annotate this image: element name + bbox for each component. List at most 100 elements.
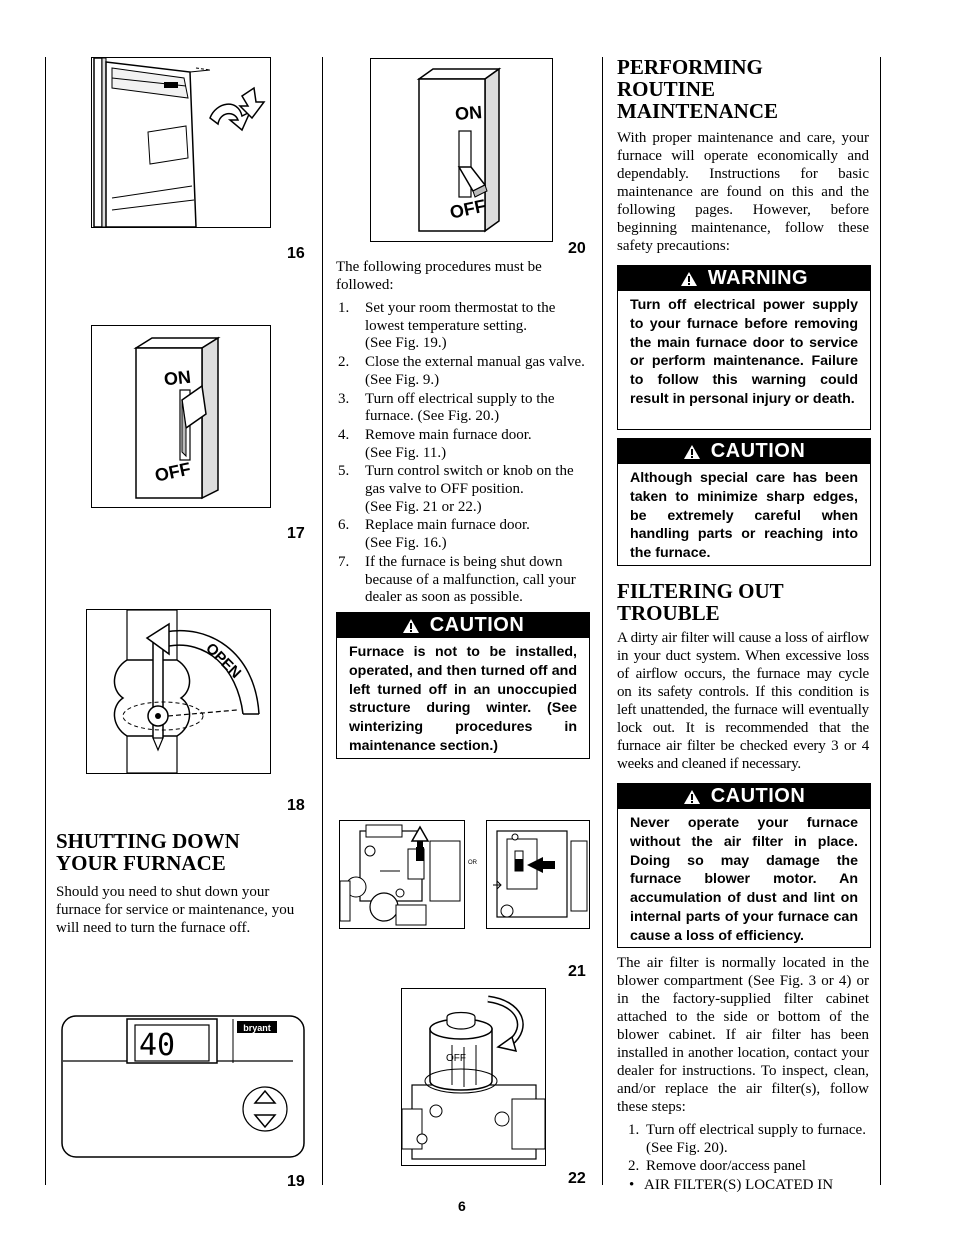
switch-on-label: ON xyxy=(454,102,482,124)
column-rule-right xyxy=(880,57,881,1185)
figure-22-number: 22 xyxy=(568,1170,586,1187)
list-item: 4. Remove main furnace door.(See Fig. 11.… xyxy=(336,427,590,462)
warning-power-box: WARNING Turn off electrical power supply… xyxy=(617,265,871,430)
caution-filter-header: CAUTION xyxy=(618,784,870,809)
thermostat-up-icon[interactable] xyxy=(253,1089,277,1104)
step-number: 3. xyxy=(338,390,350,407)
warning-power-title: WARNING xyxy=(707,267,809,289)
step-number: 5. xyxy=(338,463,350,480)
valve-open-label: OPEN xyxy=(202,640,244,682)
gas-valve-or-label: OR xyxy=(468,860,477,866)
step-number: 2. xyxy=(338,354,350,371)
figure-17-power-switch: ON OFF xyxy=(91,325,271,508)
caution-edges-header: CAUTION xyxy=(618,439,870,464)
filtering-heading-line1: FILTERING OUT xyxy=(617,579,784,603)
column-rule-left xyxy=(45,57,46,1185)
warning-triangle-icon xyxy=(683,789,700,804)
step-number: 7. xyxy=(338,553,350,570)
caution-edges-text: Although special care has been taken to … xyxy=(630,470,858,562)
procedures-intro: The following procedures must be followe… xyxy=(336,259,542,293)
list-item: 1.Set your room thermostat to the lowest… xyxy=(336,300,590,353)
step-number: 1. xyxy=(338,300,350,316)
column-rule-mid-right xyxy=(602,57,603,1185)
step-ref: (See Fig. 21 or 22.) xyxy=(365,498,482,515)
caution-edges-title: CAUTION xyxy=(710,440,806,462)
step-number: 2. xyxy=(628,1158,640,1175)
filtering-heading: FILTERING OUT TROUBLE xyxy=(617,580,867,624)
shutdown-intro: Should you need to shut down your furnac… xyxy=(56,884,295,936)
thermostat-display: 40 xyxy=(139,1028,175,1063)
step-text: Turn off electrical supply to the furnac… xyxy=(365,390,555,425)
list-item: 7. If the furnace is being shut down beca… xyxy=(336,554,590,607)
warning-triangle-icon xyxy=(680,271,697,286)
step-number: 6. xyxy=(338,517,350,534)
filter-steps-list: 1. Turn off electrical supply to furnace.… xyxy=(617,1122,869,1177)
figure-17-number: 17 xyxy=(287,525,305,542)
filtering-intro: A dirty air filter will cause a loss of … xyxy=(617,630,869,772)
warning-triangle-icon xyxy=(683,444,700,459)
column-rule-mid-left xyxy=(322,57,323,1185)
step-ref: (See Fig. 19.) xyxy=(365,335,447,352)
knob-off-label: OFF xyxy=(446,1053,466,1064)
figure-21-number: 21 xyxy=(568,963,586,980)
caution-edges-box: CAUTION Although special care has been t… xyxy=(617,438,871,566)
gas-valve-illustration: OPEN xyxy=(113,610,260,773)
step-text: Close the external manual gas valve. (Se… xyxy=(365,354,585,388)
bullet-dot-icon: • xyxy=(629,1177,635,1193)
thermostat-brand: bryant xyxy=(243,1023,271,1033)
page-number: 6 xyxy=(458,1198,466,1214)
shutdown-heading-line1: SHUTTING DOWN xyxy=(56,829,240,853)
filter-bullet-text: AIR FILTER(S) LOCATED IN xyxy=(644,1177,834,1193)
list-item: 3. Turn off electrical supply to the furn… xyxy=(336,391,590,426)
step-text: Remove door/access panel xyxy=(646,1158,806,1175)
thermostat-down-icon[interactable] xyxy=(253,1114,277,1129)
figure-21-gas-valve-switch-right xyxy=(486,820,590,929)
step-ref: (See Fig. 16.) xyxy=(365,535,447,552)
maintenance-heading: PERFORMING ROUTINE MAINTENANCE xyxy=(617,56,867,122)
figure-18-manual-gas-valve: OPEN xyxy=(86,609,271,774)
figure-18-number: 18 xyxy=(287,797,305,814)
caution-filter-text: Never operate your furnace without the a… xyxy=(630,815,858,944)
warning-triangle-icon xyxy=(402,618,419,633)
shutdown-steps-list: 1.Set your room thermostat to the lowest… xyxy=(336,300,590,608)
list-item: 1. Turn off electrical supply to furnace.… xyxy=(617,1122,869,1157)
step-text: Turn control switch or knob on the gas v… xyxy=(365,463,574,498)
step-ref: (See Fig. 11.) xyxy=(365,444,447,461)
caution-winter-header: CAUTION xyxy=(337,613,589,638)
caution-winter-title: CAUTION xyxy=(429,614,525,636)
maintenance-heading-line1: PERFORMING xyxy=(617,55,763,79)
maintenance-heading-line3: MAINTENANCE xyxy=(617,99,779,123)
switch-on-label: ON xyxy=(163,367,192,390)
shutdown-heading-line2: YOUR FURNACE xyxy=(56,851,226,875)
maintenance-heading-line2: ROUTINE xyxy=(617,77,716,101)
warning-power-text: Turn off electrical power supply to your… xyxy=(630,297,858,407)
filter-location-text: The air filter is normally located in th… xyxy=(617,955,869,1115)
gas-valve-switch-illustration xyxy=(340,821,464,928)
figure-20-number: 20 xyxy=(568,240,586,257)
gas-valve-knob-illustration: OFF xyxy=(402,989,545,1165)
figure-16-number: 16 xyxy=(287,245,305,262)
step-text: If the furnace is being shut down becaus… xyxy=(365,553,576,606)
caution-winter-box: CAUTION Furnace is not to be installed, … xyxy=(336,612,590,759)
figure-20-power-switch: ON OFF xyxy=(370,58,553,242)
power-switch-illustration: ON OFF xyxy=(133,336,221,500)
step-text: Turn off electrical supply to furnace. (… xyxy=(646,1122,866,1156)
list-item: 6.Replace main furnace door.(See Fig. 16… xyxy=(336,517,590,552)
figure-22-gas-valve-knob: OFF xyxy=(401,988,546,1166)
caution-filter-title: CAUTION xyxy=(710,785,806,807)
shutdown-heading: SHUTTING DOWN YOUR FURNACE xyxy=(56,830,316,874)
list-item: 2. Remove door/access panel xyxy=(617,1158,869,1176)
figure-19-thermostat: 40 bryant xyxy=(61,1015,305,1158)
caution-winter-text: Furnace is not to be installed, operated… xyxy=(349,644,577,754)
step-number: 1. xyxy=(628,1122,640,1138)
power-switch-illustration: ON OFF xyxy=(416,67,502,233)
warning-power-header: WARNING xyxy=(618,266,870,291)
figure-19-number: 19 xyxy=(287,1173,305,1190)
figure-21-gas-valve-switch-left xyxy=(339,820,465,929)
filtering-heading-line2: TROUBLE xyxy=(617,601,720,625)
step-text: Remove main furnace door. xyxy=(365,426,532,443)
gas-valve-switch-illustration xyxy=(487,821,589,928)
maintenance-intro: With proper maintenance and care, your f… xyxy=(617,130,869,254)
list-item: 5. Turn control switch or knob on the gas… xyxy=(336,463,590,516)
step-number: 4. xyxy=(338,426,350,443)
